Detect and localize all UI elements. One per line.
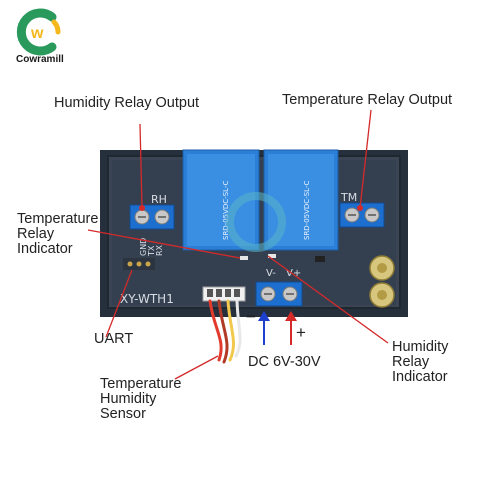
temperature-output-terminal — [339, 202, 385, 228]
tm-marking: TM — [340, 191, 357, 204]
sensor-wires — [208, 299, 242, 364]
relay1-model: SRD-05VDC-SL-C — [222, 181, 230, 240]
vminus-marking: V- — [266, 268, 276, 279]
humidity-output-terminal — [129, 204, 175, 230]
humidity-indicator-leader — [267, 255, 389, 344]
sensor-label-line3: Sensor — [100, 406, 146, 422]
uart-leader — [105, 269, 133, 338]
sensor-label-line2: Humidity — [100, 391, 157, 407]
temperature-indicator-leader — [87, 229, 241, 259]
humidity-relay-indicator-label: Humidity Relay Indicator — [392, 340, 448, 385]
humidity-relay-indicator-line3: Indicator — [392, 369, 448, 385]
uart-pins — [123, 258, 155, 270]
relay2-model: SRD-05VDC-SL-C — [303, 181, 311, 240]
plus-label: + — [296, 323, 306, 342]
humidity-relay-indicator-line2: Relay — [392, 354, 430, 370]
humidity-relay-indicator-line1: Humidity — [392, 339, 449, 355]
capacitors — [369, 255, 395, 308]
temperature-relay-indicator-label: Temperature Relay Indicator — [17, 212, 98, 257]
board-model: XY-WTH1 — [120, 292, 174, 306]
cowramill-logo-icon: w — [16, 8, 61, 56]
sensor-leader — [174, 355, 219, 380]
minus-label: − — [246, 307, 256, 326]
power-input-label: DC 6V-30V — [248, 354, 321, 370]
humidity-relay-output-leader — [139, 123, 143, 209]
brand-name: Cowramill — [16, 54, 64, 65]
temperature-humidity-sensor-label: Temperature Humidity Sensor — [100, 377, 181, 422]
rx-marking: RX — [155, 244, 164, 256]
temperature-relay-output-leader — [359, 109, 372, 209]
minus-arrow-icon — [258, 311, 270, 345]
temperature-relay-output-label: Temperature Relay Output — [282, 92, 453, 108]
uart-label: UART — [94, 331, 134, 347]
logo-letter: w — [30, 25, 44, 42]
vplus-marking: V+ — [286, 268, 301, 279]
sensor-connector — [202, 286, 246, 302]
temperature-relay-indicator-line3: Indicator — [17, 241, 73, 257]
temperature-relay-indicator-line2: Relay — [17, 226, 55, 242]
sensor-label-line1: Temperature — [100, 376, 182, 392]
temperature-relay-indicator-line1: Temperature — [17, 211, 99, 227]
tx-marking: TX — [147, 245, 156, 257]
power-terminal — [255, 281, 303, 307]
humidity-relay-output-label: Humidity Relay Output — [54, 95, 200, 111]
rh-marking: RH — [151, 193, 167, 206]
plus-arrow-icon — [285, 311, 297, 345]
gnd-marking: GND — [139, 238, 148, 256]
